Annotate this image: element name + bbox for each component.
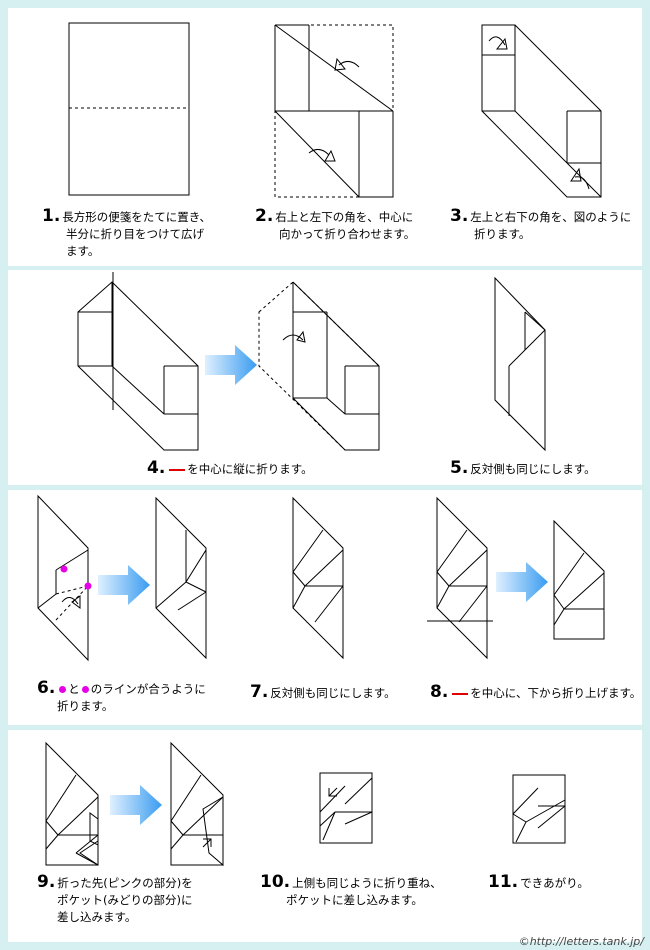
step-number: 10. <box>260 872 291 892</box>
step9-diagram-before <box>45 741 99 866</box>
step4-diagram-before <box>77 272 199 451</box>
step-number: 11. <box>488 872 519 892</box>
step2-caption: 2.右上と左下の角を、中心に 向かって折り合わせます。 <box>255 206 416 242</box>
row1-panel <box>8 8 642 266</box>
step-number: 6. <box>37 678 56 698</box>
next-arrow <box>110 785 162 825</box>
step-number: 8. <box>430 682 449 702</box>
step-number: 9. <box>37 872 56 892</box>
step6-diagram-after <box>155 496 207 660</box>
step8-caption: 8.を中心に、下から折り上げます。 <box>430 682 642 702</box>
pink-dot-marker <box>81 686 89 693</box>
step1-caption: 1.長方形の便箋をたてに置き、 半分に折り目をつけて広げ ます。 <box>42 206 211 259</box>
step6-caption: 6.とのラインが合うように 折ります。 <box>37 678 206 714</box>
step4-diagram-after <box>258 281 380 451</box>
step10-caption: 10.上側も同じように折り重ね、 ポケットに差し込みます。 <box>260 872 442 908</box>
step-number: 2. <box>255 206 274 226</box>
step7-caption: 7.反対側も同じにします。 <box>250 682 396 702</box>
step1-diagram <box>68 22 190 196</box>
step5-caption: 5.反対側も同じにします。 <box>450 458 596 478</box>
step8-diagram-before <box>427 496 493 660</box>
step3-caption: 3.左上と右下の角を、図のように 折ります。 <box>450 206 632 242</box>
step9-caption: 9.折った先(ピンクの部分)を ポケット(みどりの部分)に 差し込みます。 <box>37 872 193 925</box>
next-arrow <box>205 345 257 385</box>
credit-link[interactable]: ©http://letters.tank.jp/ <box>518 935 644 948</box>
red-line-marker <box>452 692 469 695</box>
step4-caption: 4.を中心に縦に折ります。 <box>147 458 313 478</box>
step-number: 3. <box>450 206 469 226</box>
step8-diagram-after <box>553 519 605 640</box>
step7-diagram <box>292 496 344 660</box>
next-arrow <box>496 562 548 602</box>
step-number: 7. <box>250 682 269 702</box>
step2-diagram <box>274 24 394 198</box>
row3-panel <box>8 490 642 725</box>
pink-dot-marker <box>59 686 67 693</box>
step10-diagram <box>319 772 373 844</box>
step11-caption: 11.できあがり。 <box>488 872 589 892</box>
step-number: 4. <box>147 458 166 478</box>
step6-diagram-before <box>37 494 92 662</box>
step9-diagram-after <box>170 741 224 867</box>
step3-diagram <box>481 24 602 198</box>
next-arrow <box>98 565 150 605</box>
red-line-marker <box>169 468 186 471</box>
row2-panel <box>8 270 642 485</box>
step-number: 1. <box>42 206 61 226</box>
step5-diagram <box>494 276 546 452</box>
step11-diagram <box>512 774 566 844</box>
step-number: 5. <box>450 458 469 478</box>
